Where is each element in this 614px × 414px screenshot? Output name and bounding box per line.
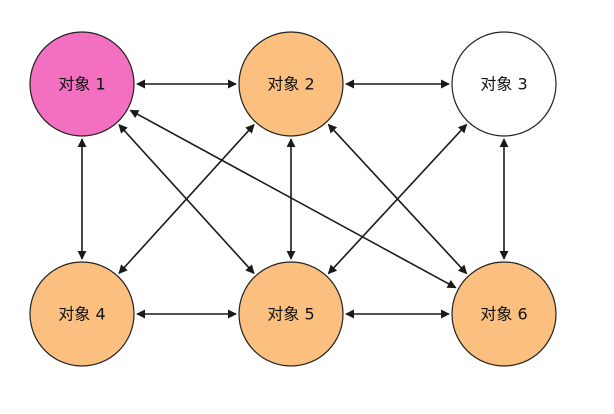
object-node-4-label: 对象 4: [58, 305, 105, 324]
connection-n2-n4: [118, 124, 255, 274]
object-node-2-circle: [238, 31, 344, 137]
object-node-6-circle: [451, 261, 557, 367]
object-node-1-circle: [29, 31, 135, 137]
object-node-5-label: 对象 5: [267, 305, 314, 324]
object-node-5-circle: [238, 261, 344, 367]
object-node-3-circle: [451, 31, 557, 137]
objects: 对象 1 对象 2 对象 3 对象 4 对象 5 对象 6: [29, 31, 557, 367]
connection-n1-n6: [129, 109, 457, 289]
object-node-5[interactable]: 对象 5: [238, 261, 344, 367]
object-node-6-label: 对象 6: [480, 305, 527, 324]
connection-n3-n5: [327, 123, 468, 275]
object-node-4-circle: [29, 261, 135, 367]
object-node-2-label: 对象 2: [267, 75, 314, 94]
object-node-3[interactable]: 对象 3: [451, 31, 557, 137]
object-node-3-label: 对象 3: [480, 75, 527, 94]
object-node-4[interactable]: 对象 4: [29, 261, 135, 367]
object-node-1-label: 对象 1: [58, 75, 105, 94]
connections: [77, 79, 509, 319]
object-node-6[interactable]: 对象 6: [451, 261, 557, 367]
object-node-2[interactable]: 对象 2: [238, 31, 344, 137]
object-node-1[interactable]: 对象 1: [29, 31, 135, 137]
